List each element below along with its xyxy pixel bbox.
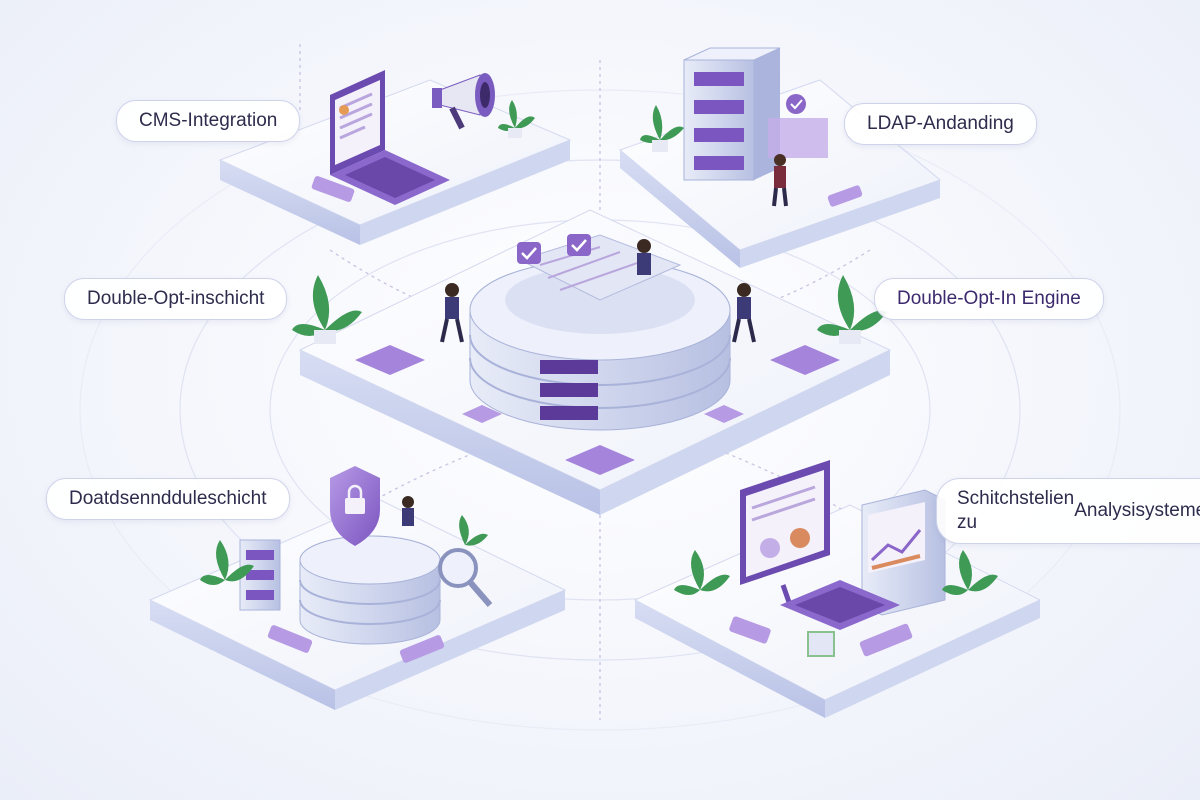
person-icon [732,283,756,343]
laptop-icon [330,70,450,205]
card-icon [267,625,313,653]
label-ldap: LDAP-Andanding [844,103,1037,145]
server-stack-icon [683,47,781,181]
shield-lock-icon [330,466,380,546]
label-data-module-layer: Doatdsenndduleschicht [46,478,290,520]
plant-icon [200,515,488,585]
plant-icon [498,100,535,138]
ldap-platform [619,47,941,268]
label-double-opt-in-layer: Double-Opt-inschicht [64,278,288,320]
person-icon [402,496,414,526]
label-double-opt-in-engine: Double-Opt-In Engine [874,278,1104,320]
card-icon [859,623,913,657]
card-icon [827,185,863,207]
label-analysis-interfaces: Schitchstelien zu Analysisystemen [936,478,1200,544]
checkbox-icon [517,234,591,264]
person-icon [772,154,788,207]
plant-icon [817,275,887,344]
server-chart-icon [861,489,946,616]
keyboard-icon [780,580,900,630]
label-analysis-line-1: Schitchstelien zu [957,488,1075,533]
plant-icon [674,550,998,595]
chip-icon [807,631,835,657]
envelope-icon [355,345,840,475]
label-cms-integration: CMS-Integration [116,100,301,142]
card-icon [311,176,355,202]
data-module-platform [148,466,567,710]
shield-check-icon [768,94,828,158]
person-icon [440,283,464,343]
analysis-platform [633,460,1042,718]
megaphone-icon [432,73,495,130]
plant-icon [640,105,684,152]
magnifier-icon [438,548,493,607]
card-icon [729,616,771,644]
monitor-icon [740,460,830,606]
database-stack-icon [299,535,441,645]
plant-icon [292,275,362,344]
cms-platform [218,70,572,245]
label-analysis-line-2: Analysisystemen [1074,500,1200,521]
central-hub-platform [292,209,892,515]
person-icon [637,239,651,275]
card-icon [399,635,445,663]
database-cylinder-icon [469,259,731,431]
